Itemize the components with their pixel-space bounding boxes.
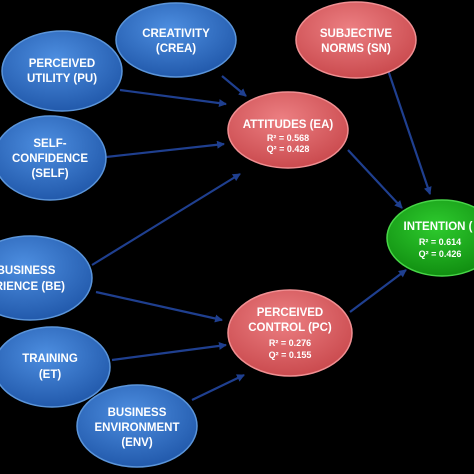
- node-sn-line1: SUBJECTIVE: [320, 28, 393, 40]
- arrow-sn-to-intention: [386, 69, 432, 195]
- node-env-line3: (ENV): [121, 437, 152, 449]
- node-be-line2: ERIENCE (BE): [0, 281, 65, 293]
- node-sn-line2: NORMS (SN): [321, 43, 391, 55]
- node-pc-line2: CONTROL (PC): [248, 322, 332, 334]
- arrow-be-to-ea: [91, 173, 241, 266]
- node-self-line2: CONFIDENCE: [12, 153, 88, 165]
- node-business-environment: BUSINESS ENVIRONMENT (ENV): [76, 384, 198, 468]
- arrow-env-to-pc: [191, 374, 245, 401]
- arrow-crea-to-ea: [221, 75, 247, 97]
- node-creativity-line1: CREATIVITY: [142, 28, 210, 40]
- node-intention: INTENTION ( R² = 0.614 Q² = 0.426: [386, 199, 474, 277]
- node-env-line1: BUSINESS: [108, 407, 167, 419]
- arrow-self-to-ea: [105, 140, 225, 159]
- node-self-confidence: SELF- CONFIDENCE (SELF): [0, 115, 107, 201]
- node-self-line1: SELF-: [33, 138, 66, 150]
- node-et-line2: (ET): [39, 369, 62, 381]
- arrow-et-to-pc: [111, 341, 227, 362]
- node-pu-line1: PERCEIVED: [29, 58, 95, 70]
- node-creativity: CREATIVITY (CREA): [115, 2, 237, 78]
- node-self-line3: (SELF): [31, 168, 68, 180]
- node-et-line1: TRAINING: [22, 353, 78, 365]
- arrow-pc-to-intention: [349, 269, 407, 313]
- node-perceived-utility: PERCEIVED UTILITY (PU): [1, 30, 123, 112]
- node-intention-r2: R² = 0.614: [419, 237, 461, 247]
- node-intention-title: INTENTION (: [404, 221, 473, 233]
- node-be-line1: BUSINESS: [0, 265, 56, 277]
- node-training: TRAINING (ET): [0, 326, 111, 408]
- arrow-pu-to-ea: [119, 88, 227, 108]
- node-creativity-line2: (CREA): [156, 43, 196, 55]
- node-business-experience: BUSINESS ERIENCE (BE): [0, 235, 93, 321]
- node-ea-title: ATTITUDES (EA): [243, 119, 334, 131]
- node-pc-r2: R² = 0.276: [269, 338, 311, 348]
- arrow-ea-to-intention: [347, 149, 403, 209]
- node-attitudes: ATTITUDES (EA) R² = 0.568 Q² = 0.428: [227, 91, 349, 169]
- node-pu-line2: UTILITY (PU): [27, 73, 97, 85]
- node-subjective-norms: SUBJECTIVE NORMS (SN): [295, 1, 417, 79]
- node-env-line2: ENVIRONMENT: [95, 422, 180, 434]
- node-ea-q2: Q² = 0.428: [267, 144, 310, 154]
- node-perceived-control: PERCEIVED CONTROL (PC) R² = 0.276 Q² = 0…: [227, 289, 353, 377]
- arrows: [91, 69, 432, 401]
- node-pc-line1: PERCEIVED: [257, 307, 323, 319]
- node-pc-q2: Q² = 0.155: [269, 350, 312, 360]
- arrow-be-to-pc: [95, 290, 223, 323]
- node-ea-r2: R² = 0.568: [267, 133, 309, 143]
- node-intention-q2: Q² = 0.426: [419, 249, 462, 259]
